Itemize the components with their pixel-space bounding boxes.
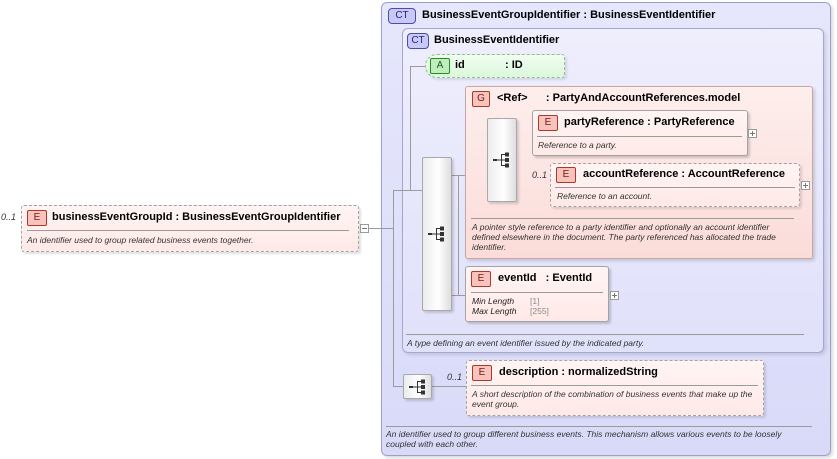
group-separator (471, 218, 794, 219)
root-occurrence: 0..1 (1, 212, 17, 222)
connector-seq-vertical (458, 175, 459, 295)
connector-to-inner-seq (402, 190, 422, 191)
party-reference-box[interactable] (532, 110, 748, 156)
group-badge: G (472, 91, 490, 107)
account-reference-description: Reference to an account. (557, 191, 652, 201)
account-reference-separator (555, 187, 795, 188)
group-title[interactable]: <Ref> : PartyAndAccountReferences.model (497, 92, 741, 104)
description-element-title[interactable]: description : normalizedString (499, 366, 658, 378)
root-element-badge: E (27, 210, 47, 226)
inner-sequence-compositor[interactable] (422, 157, 452, 311)
outer-type-separator (386, 426, 812, 427)
inner-type-description: A type defining an event identifier issu… (407, 338, 645, 348)
inner-type-title: BusinessEventIdentifier (434, 34, 560, 46)
account-reference-occurrence: 0..1 (532, 170, 548, 180)
event-id-badge: E (471, 271, 491, 287)
description-element-box[interactable] (466, 360, 764, 416)
sequence-icon (408, 379, 425, 394)
party-reference-separator (537, 136, 742, 137)
root-element-box[interactable] (21, 205, 359, 252)
account-reference-badge: E (556, 167, 576, 183)
connector-inner-vertical (410, 66, 411, 190)
connector-seq-to-group (451, 175, 465, 176)
root-element-separator (27, 230, 349, 231)
connector-root-out (369, 228, 393, 229)
description-occurrence: 0..1 (447, 372, 463, 382)
connector-outer-vertical (393, 190, 394, 386)
event-id-expand-toggle[interactable] (610, 291, 619, 300)
description-sequence-compositor[interactable] (403, 374, 432, 399)
party-reference-expand-toggle[interactable] (748, 129, 757, 138)
attribute-badge: A (430, 58, 450, 74)
group-sequence-compositor[interactable] (487, 118, 517, 202)
outer-type-title: BusinessEventGroupIdentifier : BusinessE… (422, 9, 716, 21)
root-element-title[interactable]: businessEventGroupId : BusinessEventGrou… (52, 211, 341, 223)
connector-to-attribute (410, 66, 426, 67)
inner-type-badge: CT (407, 33, 429, 49)
group-description: A pointer style reference to a party ide… (472, 222, 776, 252)
root-collapse-toggle[interactable] (360, 224, 369, 233)
sequence-icon (493, 152, 509, 168)
account-reference-box[interactable] (550, 163, 800, 207)
outer-type-description: An identifier used to group different bu… (386, 429, 782, 449)
attribute-name[interactable]: id (455, 59, 465, 71)
description-element-separator (471, 385, 758, 386)
account-reference-title[interactable]: accountReference : AccountReference (583, 168, 785, 180)
connector-to-inner (393, 190, 402, 191)
event-id-facet-value: [1] (530, 296, 540, 306)
party-reference-description: Reference to a party. (538, 140, 617, 150)
event-id-facet-key: Max Length (472, 306, 517, 316)
sequence-icon (428, 226, 444, 242)
connector-to-description (432, 386, 466, 387)
connector-seq-to-eventid (451, 295, 465, 296)
event-id-facet-value: [255] (530, 306, 549, 316)
event-id-separator (471, 292, 603, 293)
event-id-title[interactable]: eventId : EventId (498, 272, 593, 284)
attribute-type: : ID (505, 59, 523, 71)
outer-type-badge: CT (388, 8, 416, 24)
connector-to-desc-seq (393, 386, 403, 387)
event-id-facet-key: Min Length (472, 296, 515, 306)
root-element-description: An identifier used to group related busi… (27, 235, 254, 245)
party-reference-title[interactable]: partyReference : PartyReference (564, 116, 735, 128)
account-reference-expand-toggle[interactable] (801, 181, 810, 190)
inner-type-separator (406, 334, 804, 335)
description-element-badge: E (472, 365, 492, 381)
party-reference-badge: E (538, 115, 558, 131)
description-element-description: A short description of the combination o… (472, 389, 753, 409)
